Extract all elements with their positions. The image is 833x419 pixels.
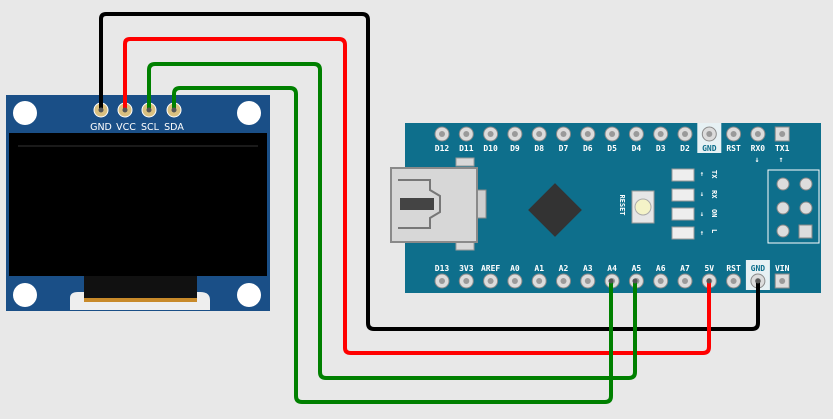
icsp-header bbox=[767, 169, 820, 244]
pin-label-3v3: 3V3 bbox=[459, 264, 474, 273]
pin-label-a0: A0 bbox=[510, 264, 520, 273]
pin-hole bbox=[560, 278, 567, 284]
pin-hole bbox=[584, 278, 591, 284]
pin-label-a6: A6 bbox=[656, 264, 666, 273]
pin-label-d10: D10 bbox=[483, 144, 498, 153]
status-leds bbox=[671, 168, 695, 240]
pin-hole bbox=[511, 131, 518, 137]
wire-endpoints bbox=[98, 107, 761, 284]
pin-hole bbox=[584, 131, 591, 137]
pin-hole bbox=[779, 131, 786, 137]
rx-arrow: ↓ bbox=[755, 155, 760, 164]
pin-label-tx1: TX1 bbox=[775, 144, 790, 153]
pin-hole bbox=[439, 278, 445, 284]
led-arrow-tx: ← bbox=[698, 172, 706, 176]
oled-pin-label-vcc: VCC bbox=[116, 122, 136, 133]
pin-label-a7: A7 bbox=[680, 264, 690, 273]
led-arrow-on: → bbox=[698, 212, 706, 216]
pin-label-d12: D12 bbox=[435, 144, 450, 153]
pin-label-d4: D4 bbox=[632, 144, 642, 153]
pin-hole bbox=[609, 131, 616, 137]
pin-hole bbox=[633, 131, 640, 137]
led-label-tx: TX bbox=[710, 170, 718, 179]
pin-label-a3: A3 bbox=[583, 264, 593, 273]
pin-hole bbox=[463, 278, 470, 284]
pin-hole bbox=[682, 278, 688, 284]
pin-label-aref: AREF bbox=[481, 264, 500, 273]
usb-tab bbox=[455, 241, 475, 251]
oled-mount-hole bbox=[237, 101, 261, 125]
pin-hole bbox=[439, 131, 445, 137]
oled-mount-hole bbox=[13, 101, 37, 125]
pin-label-d13: D13 bbox=[435, 264, 450, 273]
reset-button-cap[interactable] bbox=[634, 198, 652, 216]
pin-hole bbox=[779, 278, 786, 284]
oled-pin-label-gnd: GND bbox=[90, 122, 112, 133]
wire-gnd bbox=[99, 12, 760, 331]
pin-label-vin: VIN bbox=[775, 264, 790, 273]
pin-hole bbox=[730, 131, 737, 137]
pin-hole bbox=[657, 278, 664, 284]
tx-arrow: ↑ bbox=[779, 155, 784, 164]
pin-label-gnd: GND bbox=[702, 144, 717, 153]
pin-label-d3: D3 bbox=[656, 144, 666, 153]
oled-mount-hole bbox=[237, 283, 261, 307]
usb-connector-tongue bbox=[400, 198, 434, 210]
reset-label: RESET bbox=[618, 194, 626, 215]
pin-label-gnd: GND bbox=[751, 264, 766, 273]
pin-hole bbox=[487, 278, 494, 284]
pin-label-5v: 5V bbox=[704, 264, 714, 273]
pin-label-a2: A2 bbox=[559, 264, 569, 273]
pin-label-a5: A5 bbox=[632, 264, 642, 273]
pin-hole bbox=[706, 131, 713, 137]
pin-label-d7: D7 bbox=[559, 144, 569, 153]
pin-hole bbox=[536, 278, 543, 284]
pin-hole bbox=[511, 278, 518, 284]
pin-label-d5: D5 bbox=[607, 144, 617, 153]
pin-hole bbox=[560, 131, 567, 137]
pin-label-rst: RST bbox=[726, 144, 741, 153]
led-arrow-l: ← bbox=[698, 231, 706, 235]
pin-label-d8: D8 bbox=[534, 144, 544, 153]
wire-scl bbox=[147, 62, 637, 380]
pin-label-rx0: RX0 bbox=[751, 144, 766, 153]
wire-vcc bbox=[123, 37, 711, 355]
oled-mount-hole bbox=[13, 283, 37, 307]
pin-hole bbox=[754, 131, 761, 137]
arduino-nano: RESET ← → → ← TX RX ON L D12 D11 D10 D9 D8 D7… bbox=[390, 123, 821, 293]
top-pin-row: D12 D11 D10 D9 D8 D7 D6 D5 D4 D3 D2 GND RST RX0 TX1 bbox=[434, 123, 790, 153]
wire-sda bbox=[172, 86, 613, 404]
pin-label-d6: D6 bbox=[583, 144, 593, 153]
oled-ribbon bbox=[84, 276, 197, 300]
pin-hole bbox=[682, 131, 688, 137]
oled-ribbon-contacts bbox=[84, 298, 197, 302]
oled-pin-label-sda: SDA bbox=[164, 122, 184, 133]
pin-hole bbox=[730, 278, 737, 284]
pin-label-d9: D9 bbox=[510, 144, 520, 153]
oled-screen bbox=[9, 133, 267, 276]
pin-label-rst: RST bbox=[726, 264, 741, 273]
wires bbox=[99, 12, 760, 404]
bottom-pin-row: D13 3V3 AREF A0 A1 A2 A3 A4 A5 A6 A7 5V RST GND VIN bbox=[434, 260, 790, 290]
usb-tab bbox=[455, 157, 475, 167]
led-label-l: L bbox=[710, 229, 718, 233]
pin-hole bbox=[657, 131, 664, 137]
pin-label-a4: A4 bbox=[607, 264, 617, 273]
pin-hole bbox=[463, 131, 470, 137]
led-label-rx: RX bbox=[710, 190, 718, 199]
oled-module: GND VCC SCL SDA bbox=[6, 95, 270, 311]
icsp-pins bbox=[776, 177, 813, 239]
led-label-on: ON bbox=[710, 209, 718, 217]
pin-label-d2: D2 bbox=[680, 144, 690, 153]
pin-hole bbox=[536, 131, 543, 137]
oled-pin-label-scl: SCL bbox=[141, 122, 160, 133]
pin-hole bbox=[487, 131, 494, 137]
usb-connector-outline bbox=[398, 179, 441, 229]
pin-label-d11: D11 bbox=[459, 144, 474, 153]
pin-label-a1: A1 bbox=[534, 264, 544, 273]
led-arrow-rx: → bbox=[698, 192, 706, 196]
